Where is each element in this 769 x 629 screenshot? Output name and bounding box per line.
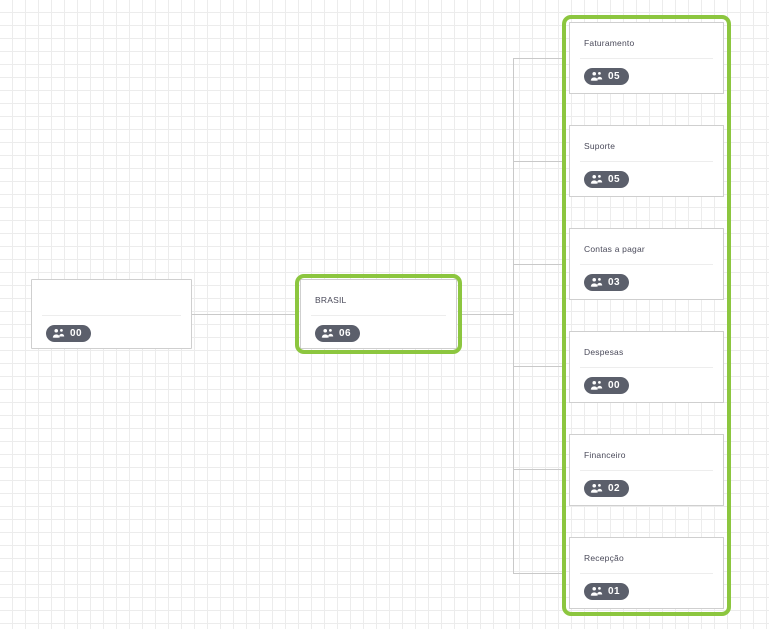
- node-recepcao-title: Recepção: [584, 553, 624, 563]
- node-faturamento-member-badge[interactable]: 05: [584, 68, 629, 85]
- node-brasil-member-badge[interactable]: 06: [315, 325, 360, 342]
- node-recepcao[interactable]: Recepção 01: [569, 537, 724, 609]
- node-brasil-title: BRASIL: [315, 295, 347, 305]
- node-suporte-count: 05: [608, 173, 620, 185]
- node-contas-a-pagar-divider: [580, 264, 713, 265]
- node-despesas-count: 00: [608, 379, 620, 391]
- node-despesas-member-badge[interactable]: 00: [584, 377, 629, 394]
- node-suporte-title: Suporte: [584, 141, 616, 151]
- users-group-icon: [590, 483, 603, 494]
- users-group-icon: [321, 328, 334, 339]
- users-group-icon: [590, 71, 603, 82]
- node-contas-a-pagar-member-badge[interactable]: 03: [584, 274, 629, 291]
- node-brasil[interactable]: BRASIL 06: [300, 279, 457, 349]
- node-brasil-divider: [311, 315, 446, 316]
- connector-brasil-stub: [461, 314, 513, 315]
- node-brasil-count: 06: [339, 327, 351, 339]
- connector-branch-financeiro: [513, 469, 563, 470]
- selection-outline-departments: [562, 15, 731, 616]
- node-faturamento-title: Faturamento: [584, 38, 635, 48]
- node-root[interactable]: 00: [31, 279, 192, 349]
- connector-root-to-brasil: [192, 314, 296, 315]
- users-group-icon: [52, 328, 65, 339]
- node-suporte[interactable]: Suporte 05: [569, 125, 724, 197]
- node-faturamento[interactable]: Faturamento 05: [569, 22, 724, 94]
- node-contas-a-pagar-title: Contas a pagar: [584, 244, 645, 254]
- node-financeiro-count: 02: [608, 482, 620, 494]
- node-recepcao-member-badge[interactable]: 01: [584, 583, 629, 600]
- node-suporte-divider: [580, 161, 713, 162]
- node-financeiro[interactable]: Financeiro 02: [569, 434, 724, 506]
- connector-branch-recepcao: [513, 573, 563, 574]
- node-financeiro-title: Financeiro: [584, 450, 626, 460]
- connector-trunk: [513, 58, 514, 574]
- node-despesas[interactable]: Despesas 00: [569, 331, 724, 403]
- node-root-title: [32, 280, 191, 306]
- node-financeiro-member-badge[interactable]: 02: [584, 480, 629, 497]
- node-faturamento-divider: [580, 58, 713, 59]
- node-root-divider: [42, 315, 181, 316]
- connector-branch-contas: [513, 264, 563, 265]
- node-faturamento-count: 05: [608, 70, 620, 82]
- users-group-icon: [590, 174, 603, 185]
- users-group-icon: [590, 380, 603, 391]
- node-suporte-member-badge[interactable]: 05: [584, 171, 629, 188]
- node-contas-a-pagar-count: 03: [608, 276, 620, 288]
- node-root-count: 00: [70, 327, 82, 339]
- connector-branch-suporte: [513, 161, 563, 162]
- connector-branch-faturamento: [513, 58, 563, 59]
- users-group-icon: [590, 277, 603, 288]
- node-recepcao-count: 01: [608, 585, 620, 597]
- node-financeiro-divider: [580, 470, 713, 471]
- node-contas-a-pagar[interactable]: Contas a pagar 03: [569, 228, 724, 300]
- node-despesas-title: Despesas: [584, 347, 624, 357]
- users-group-icon: [590, 586, 603, 597]
- connector-branch-despesas: [513, 366, 563, 367]
- node-recepcao-divider: [580, 573, 713, 574]
- node-root-member-badge[interactable]: 00: [46, 325, 91, 342]
- node-despesas-divider: [580, 367, 713, 368]
